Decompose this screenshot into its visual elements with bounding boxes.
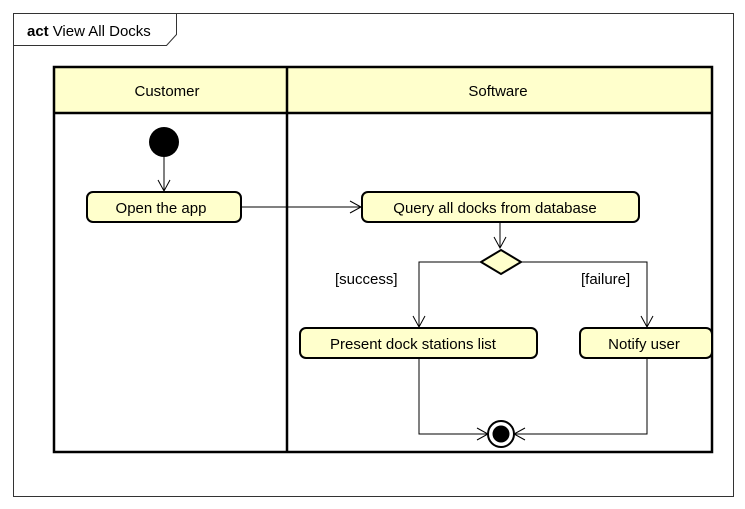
edge-decision-success	[412, 261, 481, 329]
initial-node	[149, 127, 179, 157]
action-notify-user[interactable]: Notify user	[579, 327, 713, 359]
lane-header-bg	[54, 67, 712, 113]
lane-border	[52, 65, 714, 454]
frame-name: View All Docks	[53, 23, 151, 40]
guard-success: [success]	[335, 271, 398, 288]
guard-failure: [failure]	[581, 271, 630, 288]
action-query-docks[interactable]: Query all docks from database	[361, 191, 640, 223]
action-query-docks-label: Query all docks from database	[393, 200, 596, 217]
lane-customer-title: Customer	[134, 83, 199, 100]
edges	[157, 157, 654, 441]
swimlanes: Customer Software	[52, 65, 714, 454]
action-present-list[interactable]: Present dock stations list	[299, 327, 538, 359]
lane-software-title: Software	[468, 83, 527, 100]
edge-present-to-end	[418, 359, 490, 441]
frame-keyword: act	[27, 23, 49, 40]
action-notify-user-label: Notify user	[608, 336, 680, 353]
action-present-list-label: Present dock stations list	[330, 336, 497, 353]
decision-node	[479, 248, 523, 276]
edge-decision-failure	[521, 261, 654, 329]
edge-notify-to-end	[512, 359, 648, 441]
action-open-app[interactable]: Open the app	[86, 191, 242, 223]
final-node	[487, 420, 515, 448]
action-open-app-label: Open the app	[116, 200, 207, 217]
